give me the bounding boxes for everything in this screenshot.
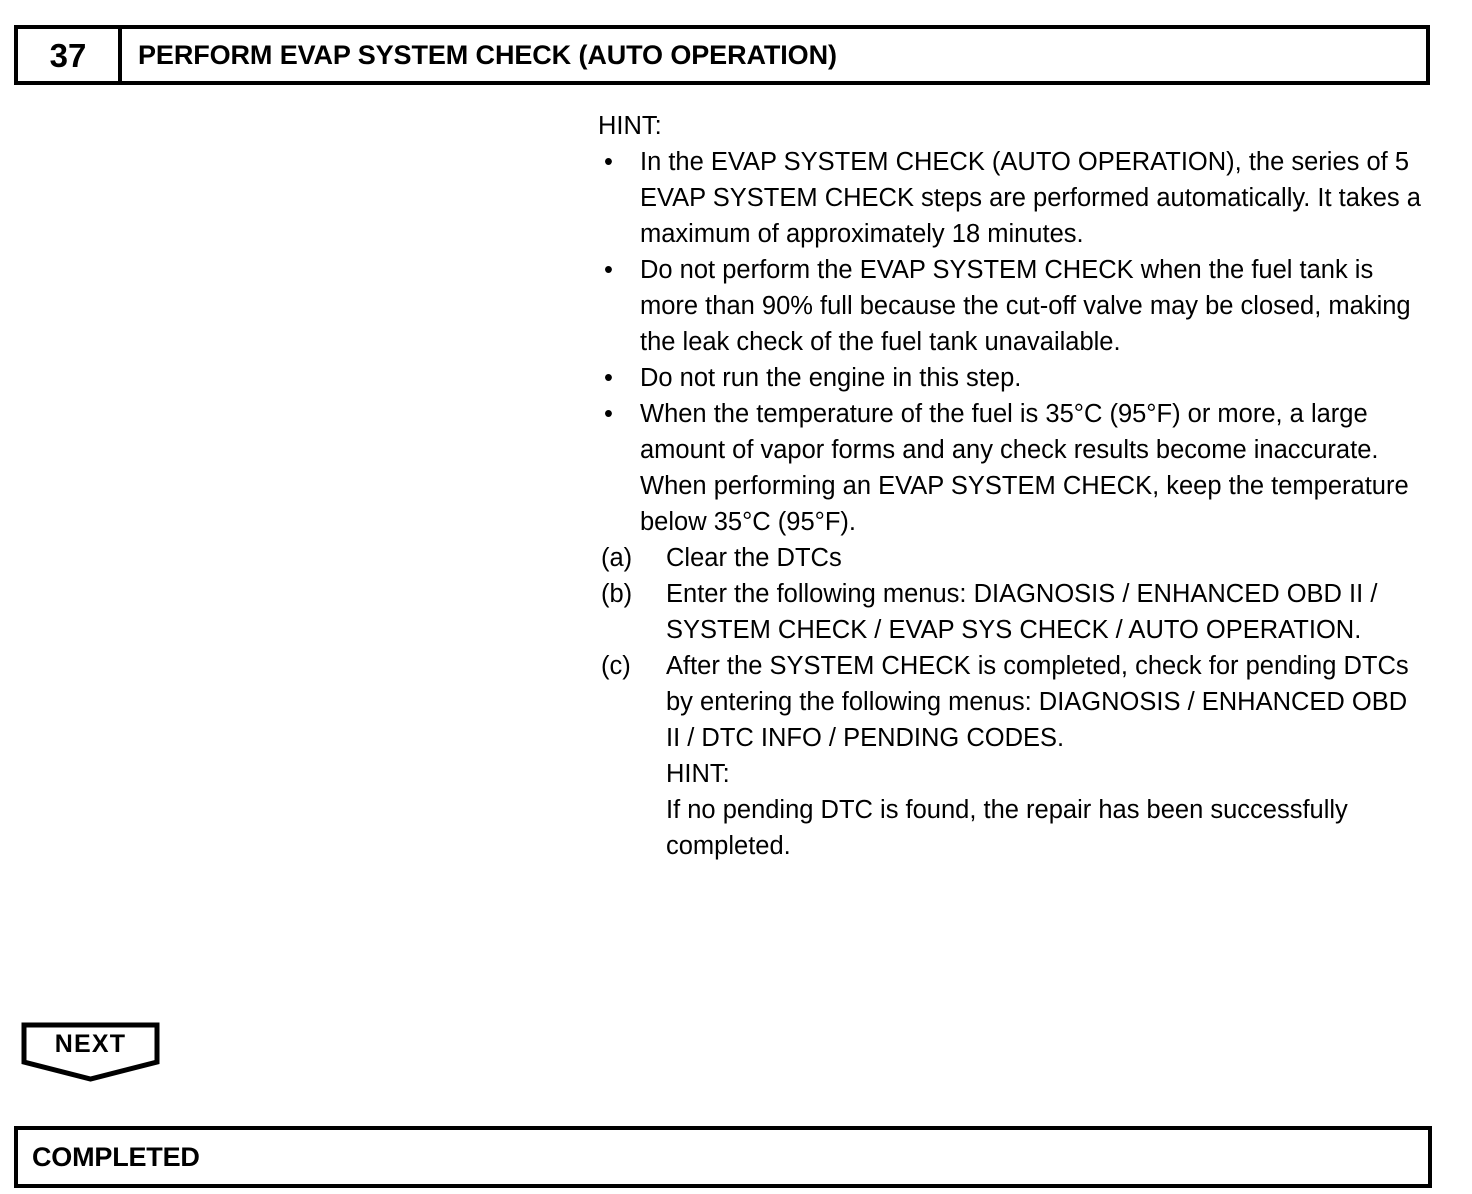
step-marker: (b): [601, 580, 633, 608]
step-header: 37 PERFORM EVAP SYSTEM CHECK (AUTO OPERA…: [14, 25, 1430, 85]
step-number: 37: [49, 36, 87, 74]
hint-bullet-item: • Do not perform the EVAP SYSTEM CHECK w…: [598, 252, 1426, 360]
step-title-cell: PERFORM EVAP SYSTEM CHECK (AUTO OPERATIO…: [122, 29, 1426, 81]
step-text: Clear the DTCs: [666, 544, 842, 572]
hint-bullet-item: • In the EVAP SYSTEM CHECK (AUTO OPERATI…: [598, 144, 1426, 252]
bullet-icon: •: [604, 148, 613, 176]
step-text: Enter the following menus: DIAGNOSIS / E…: [666, 580, 1378, 644]
step-number-cell: 37: [18, 29, 122, 81]
hint-bullet-item: • When the temperature of the fuel is 35…: [598, 396, 1426, 540]
bullet-icon: •: [604, 400, 613, 428]
hint-bullet-text: Do not perform the EVAP SYSTEM CHECK whe…: [640, 256, 1411, 356]
completed-label: COMPLETED: [32, 1141, 200, 1172]
procedure-step-b: (b) Enter the following menus: DIAGNOSIS…: [598, 576, 1426, 648]
step-marker: (c): [601, 652, 631, 680]
step-body: After the SYSTEM CHECK is completed, che…: [666, 648, 1426, 864]
hint-bullet-item: • Do not run the engine in this step.: [598, 360, 1426, 396]
step-title: PERFORM EVAP SYSTEM CHECK (AUTO OPERATIO…: [138, 39, 837, 70]
hint-bullet-text: When the temperature of the fuel is 35°C…: [640, 400, 1409, 536]
hint-bullet-text: Do not run the engine in this step.: [640, 364, 1022, 392]
next-arrow-shape: [21, 1022, 160, 1082]
step-hint-label: HINT:: [666, 760, 730, 788]
instruction-content: HINT: • In the EVAP SYSTEM CHECK (AUTO O…: [598, 108, 1426, 864]
procedure-step-c: (c) After the SYSTEM CHECK is completed,…: [598, 648, 1426, 864]
step-marker: (a): [601, 544, 633, 572]
step-text: After the SYSTEM CHECK is completed, che…: [666, 652, 1409, 752]
procedure-step-a: (a) Clear the DTCs: [598, 540, 1426, 576]
hint-label: HINT:: [598, 112, 662, 140]
completed-box: COMPLETED: [14, 1126, 1432, 1188]
bullet-icon: •: [604, 364, 613, 392]
bullet-icon: •: [604, 256, 613, 284]
next-button-label: NEXT: [54, 1029, 127, 1058]
hint-bullet-text: In the EVAP SYSTEM CHECK (AUTO OPERATION…: [640, 148, 1421, 248]
step-hint-text: If no pending DTC is found, the repair h…: [666, 796, 1348, 860]
next-button[interactable]: NEXT: [21, 1022, 160, 1082]
